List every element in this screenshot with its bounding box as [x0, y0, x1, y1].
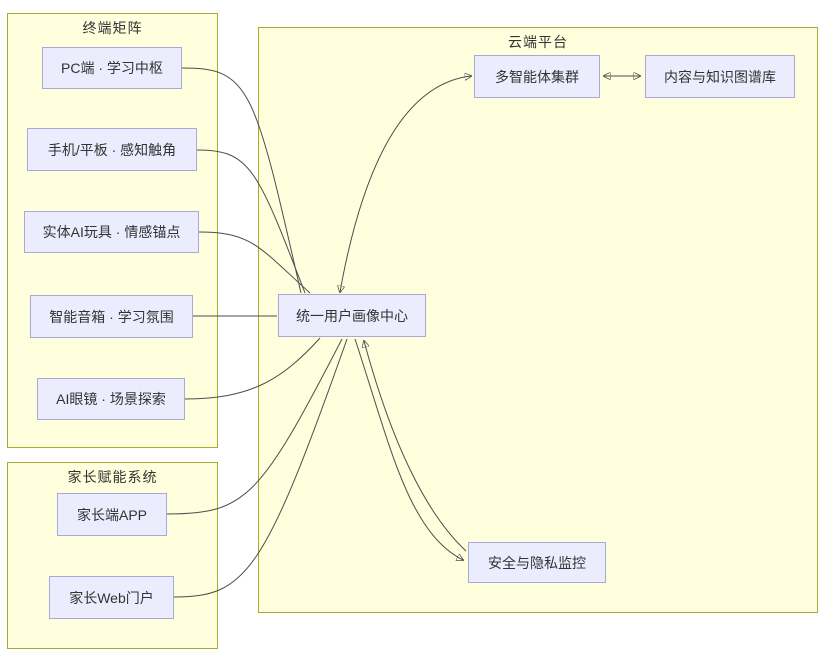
cluster-parent-empowerment-title: 家长赋能系统: [67, 469, 158, 485]
node-parent-web-portal: 家长Web门户: [49, 576, 174, 619]
node-ai-toy-emotional-anchor-label: 实体AI玩具 · 情感锚点: [42, 224, 181, 240]
node-smart-speaker-ambience-label: 智能音箱 · 学习氛围: [49, 308, 174, 325]
node-pc-learning-hub-label: PC端 · 学习中枢: [61, 60, 163, 76]
node-pc-learning-hub: PC端 · 学习中枢: [42, 47, 182, 89]
node-unified-user-profile-center-label: 统一用户画像中心: [296, 307, 408, 324]
cluster-terminal-matrix-title: 终端矩阵: [82, 20, 143, 36]
cluster-cloud-platform-title: 云端平台: [508, 34, 568, 50]
node-multi-agent-cluster: 多智能体集群: [474, 55, 600, 98]
node-smart-speaker-ambience: 智能音箱 · 学习氛围: [30, 295, 193, 338]
node-mobile-tablet-sensing-label: 手机/平板 · 感知触角: [47, 141, 177, 158]
node-content-knowledge-graph-label: 内容与知识图谱库: [664, 68, 776, 85]
cluster-parent-empowerment: 家长赋能系统: [7, 462, 218, 649]
node-security-privacy-monitor-label: 安全与隐私监控: [488, 554, 586, 571]
node-content-knowledge-graph: 内容与知识图谱库: [645, 55, 795, 98]
node-mobile-tablet-sensing: 手机/平板 · 感知触角: [27, 128, 197, 171]
node-parent-app: 家长端APP: [57, 493, 167, 536]
node-security-privacy-monitor: 安全与隐私监控: [468, 542, 606, 583]
node-unified-user-profile-center: 统一用户画像中心: [278, 294, 426, 337]
node-ai-glasses-exploration-label: AI眼镜 · 场景探索: [56, 391, 166, 407]
node-parent-web-portal-label: 家长Web门户: [69, 589, 154, 606]
node-multi-agent-cluster-label: 多智能体集群: [495, 68, 579, 85]
node-ai-toy-emotional-anchor: 实体AI玩具 · 情感锚点: [24, 211, 199, 253]
node-parent-app-label: 家长端APP: [76, 506, 147, 523]
node-ai-glasses-exploration: AI眼镜 · 场景探索: [37, 378, 185, 420]
